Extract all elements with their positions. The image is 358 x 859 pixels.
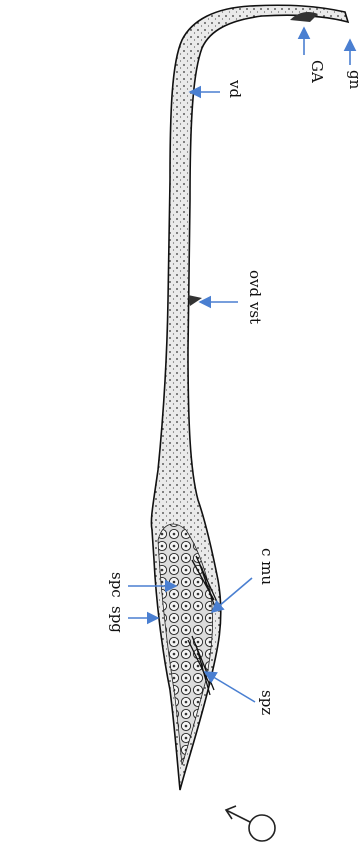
label-c-mu: c mu xyxy=(258,548,276,585)
label-spg: spg xyxy=(108,606,126,633)
label-spc: spc xyxy=(108,572,126,598)
ovd-vst-branch xyxy=(188,295,202,306)
label-spz: spz xyxy=(258,690,276,715)
label-ovd-vst: ovd vst xyxy=(246,270,264,324)
label-ga: GA xyxy=(308,60,326,83)
label-vd: vd xyxy=(226,79,244,98)
label-gn: gn xyxy=(346,70,358,90)
male-symbol-icon xyxy=(226,806,275,841)
